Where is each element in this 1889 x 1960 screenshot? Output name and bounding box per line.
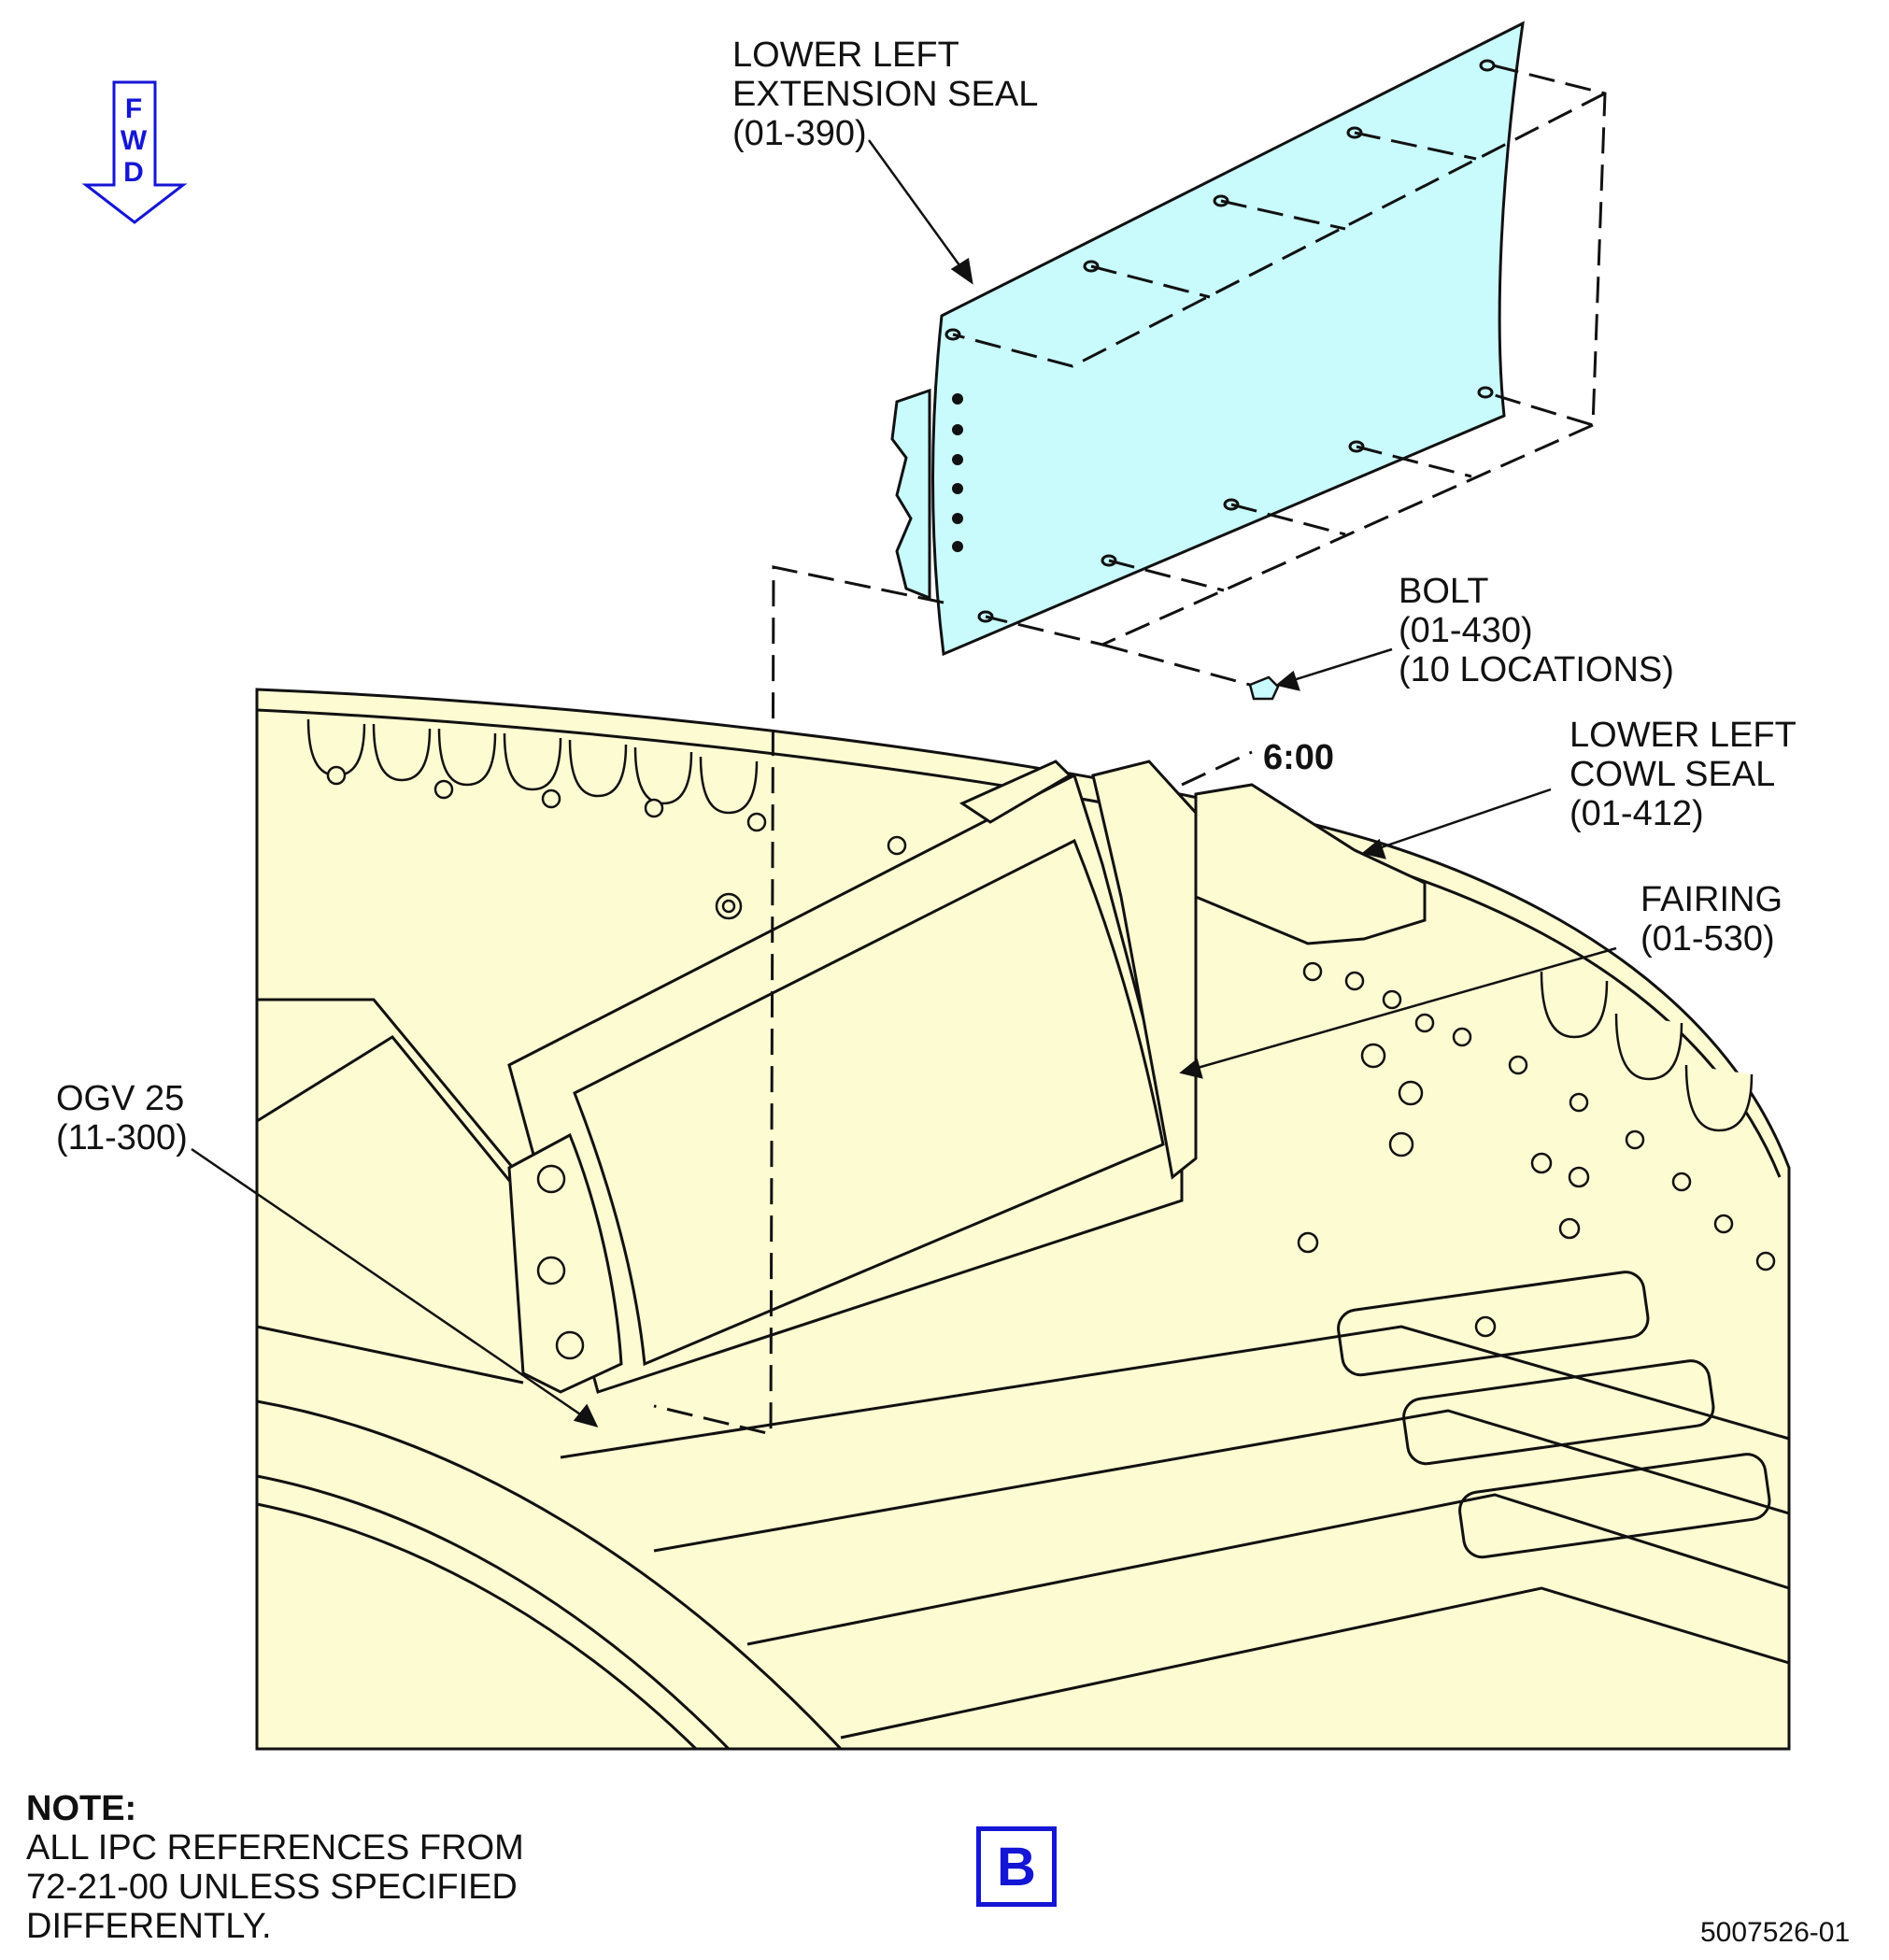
seal-holes bbox=[952, 393, 963, 552]
callout-cowl-seal-ref: (01-412) bbox=[1569, 794, 1704, 833]
callout-ogv: OGV 25 (11-300) bbox=[56, 1079, 188, 1158]
fwd-letter-f: F bbox=[124, 93, 143, 124]
ogv-panel-c bbox=[1458, 1453, 1771, 1559]
callout-cowl-seal-line2: COWL SEAL bbox=[1569, 755, 1776, 794]
note-line-3: DIFFERENTLY. bbox=[26, 1907, 272, 1946]
callout-ogv-line1: OGV 25 bbox=[56, 1079, 185, 1118]
fwd-arrow-outline bbox=[81, 80, 188, 224]
ogv-vane-1 bbox=[560, 1325, 1790, 1459]
lower-left-extension-seal bbox=[890, 21, 1525, 657]
callout-extension-seal-line2: EXTENSION SEAL bbox=[732, 75, 1039, 114]
figure-number: 5007526-01 bbox=[1700, 1917, 1851, 1948]
inner-ring-third bbox=[256, 1502, 698, 1751]
rim-fasteners bbox=[326, 765, 1776, 1360]
note-line-2: 72-21-00 UNLESS SPECIFIED bbox=[26, 1868, 518, 1907]
fairing-body bbox=[1091, 760, 1198, 1180]
left-strut-3 bbox=[256, 1325, 524, 1385]
note-heading: NOTE: bbox=[26, 1789, 137, 1828]
rim-scallops bbox=[306, 718, 1754, 1132]
note-line-1: ALL IPC REFERENCES FROM bbox=[26, 1828, 524, 1868]
phantom-lines bbox=[653, 64, 1607, 1436]
callout-ogv-ref: (11-300) bbox=[56, 1118, 188, 1158]
callout-bolt-ref: (01-430) bbox=[1399, 611, 1533, 650]
bolt-icon bbox=[1248, 675, 1280, 701]
callout-bolt-line1: BOLT bbox=[1399, 572, 1489, 611]
callout-extension-seal-line1: LOWER LEFT bbox=[732, 36, 959, 75]
mount-lug-plate bbox=[507, 1132, 623, 1394]
ogv-vane-2 bbox=[653, 1409, 1790, 1553]
callout-cowl-seal: LOWER LEFT COWL SEAL (01-412) bbox=[1569, 716, 1797, 833]
ogv-panel-b bbox=[1402, 1359, 1715, 1466]
ogv-vane-4 bbox=[840, 1586, 1790, 1740]
mount-bracket-window bbox=[573, 838, 1165, 1367]
clock-position-label: 6:00 bbox=[1263, 738, 1335, 777]
callout-extension-seal: LOWER LEFT EXTENSION SEAL (01-390) bbox=[732, 36, 1038, 153]
leader-lines bbox=[191, 139, 1617, 1427]
view-label: B bbox=[997, 1836, 1036, 1897]
ogv-vane-3 bbox=[746, 1493, 1790, 1646]
note-block: NOTE: ALL IPC REFERENCES FROM 72-21-00 U… bbox=[26, 1789, 524, 1946]
fwd-letter-d: D bbox=[123, 157, 144, 188]
callout-bolt: BOLT (01-430) (10 LOCATIONS) bbox=[1399, 572, 1674, 689]
callout-fairing-line1: FAIRING bbox=[1640, 880, 1783, 919]
callout-bolt-qty: (10 LOCATIONS) bbox=[1399, 650, 1674, 689]
callout-cowl-seal-line1: LOWER LEFT bbox=[1569, 716, 1797, 755]
lower-left-cowl-seal bbox=[1194, 783, 1427, 945]
callout-fairing-ref: (01-530) bbox=[1640, 919, 1775, 959]
callout-fairing: FAIRING (01-530) bbox=[1640, 880, 1782, 959]
ogv-panel-a bbox=[1337, 1271, 1650, 1377]
fwd-letter-w: W bbox=[120, 125, 148, 156]
callout-extension-seal-ref: (01-390) bbox=[732, 114, 867, 153]
view-label-box: B bbox=[976, 1826, 1057, 1907]
splitline-post bbox=[959, 760, 1072, 824]
fan-case-assembly bbox=[255, 688, 1791, 1751]
inner-ring-outer bbox=[256, 1399, 843, 1751]
inner-ring-inner bbox=[256, 1474, 731, 1751]
